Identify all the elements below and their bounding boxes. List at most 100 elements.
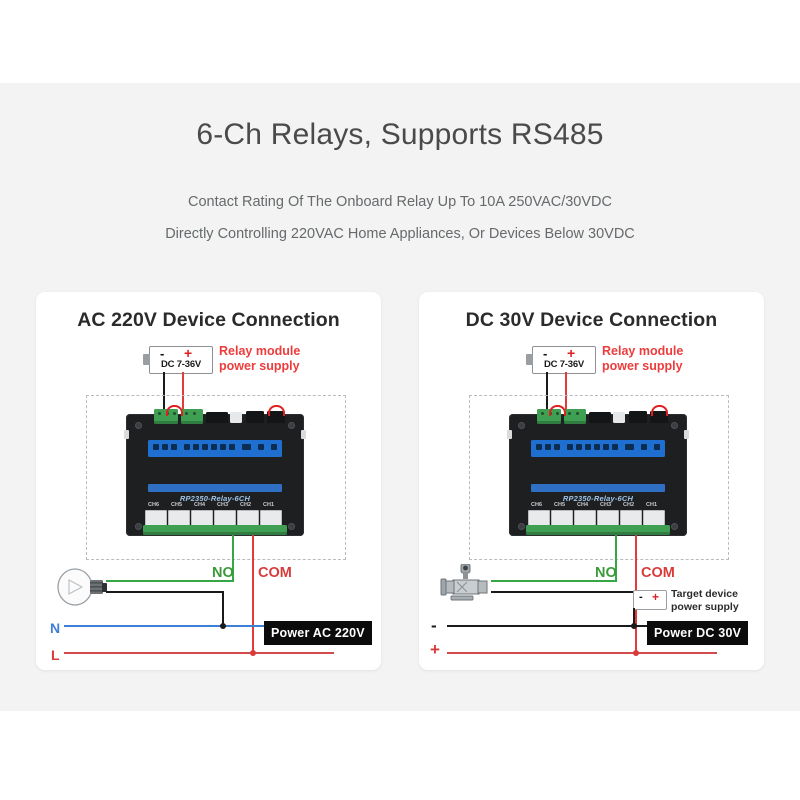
psu-voltage-label: DC 7-36V — [160, 359, 202, 370]
dc-negative-junction-dot — [631, 623, 637, 629]
diagram-ac: - + DC 7-36V Relay module power supply — [36, 292, 381, 670]
subtitle-line-2: Directly Controlling 220VAC Home Applian… — [165, 226, 635, 242]
card-dc-30v: DC 30V Device Connection - + DC 7-36V Re… — [419, 292, 764, 670]
label-com-dc: COM — [641, 565, 675, 581]
relay-ch3-dc — [597, 510, 619, 526]
neutral-line — [64, 625, 334, 628]
target-psu-note-line-2: power supply — [671, 600, 739, 613]
relay-power-supply-box: - + DC 7-36V — [143, 345, 213, 374]
green-terminal-block-b — [181, 409, 203, 424]
channel-label-ch4: CH4 — [194, 502, 206, 508]
relay-ch2 — [237, 510, 259, 526]
relay-ch3 — [214, 510, 236, 526]
no-output-wire-dc — [615, 535, 618, 582]
board-brand-label-dc: RP2350-Relay-6CH — [562, 494, 634, 503]
valve-return-drop-lower — [633, 608, 636, 626]
relay-ch1-dc — [643, 510, 665, 526]
psu-connector-tab — [143, 354, 150, 365]
bulb-no-lead — [106, 580, 234, 583]
power-source-tag-dc: Power DC 30V — [647, 621, 749, 645]
channel-label-ch1-dc: CH1 — [646, 502, 658, 508]
dc-positive-line — [447, 652, 717, 655]
relay-ch4 — [191, 510, 213, 526]
board-silkscreen-bar — [148, 484, 282, 492]
relay-array — [145, 510, 285, 526]
psu-positive-wire-dc — [565, 372, 568, 420]
relay-array-dc — [528, 510, 668, 526]
psu-note-line-1: Relay module — [219, 344, 301, 358]
label-dc-positive: + — [430, 640, 440, 659]
label-no: NO — [212, 565, 234, 581]
board-mount-right-dc — [684, 430, 689, 439]
blue-pin-header-dc — [531, 440, 665, 457]
relay-ch1 — [260, 510, 282, 526]
output-screw-terminal-dc — [526, 525, 670, 535]
channel-label-ch3-dc: CH3 — [600, 502, 612, 508]
board-screw-br-dc — [671, 523, 678, 530]
light-bulb-icon — [56, 566, 116, 610]
target-device-power-note: Target device power supply — [671, 588, 739, 613]
white-connector — [230, 412, 242, 423]
channel-label-ch6: CH6 — [148, 502, 160, 508]
board-mount-left — [124, 430, 129, 439]
relay-ch6 — [145, 510, 167, 526]
relay-ch5 — [168, 510, 190, 526]
usb-port — [246, 411, 264, 423]
channel-label-ch3: CH3 — [217, 502, 229, 508]
psu-connector-tab-dc — [526, 354, 533, 365]
power-source-tag-ac: Power AC 220V — [264, 621, 372, 645]
wiring-arrow-left — [166, 405, 183, 416]
com-output-wire — [252, 535, 255, 653]
card-title-ac: AC 220V Device Connection — [77, 309, 340, 331]
valve-return-lead — [491, 591, 635, 594]
channel-label-ch1: CH1 — [263, 502, 275, 508]
target-psu-note-line-1: Target device — [671, 588, 738, 600]
psu-note-line-2-dc: power supply — [602, 359, 683, 373]
module-boundary-box-dc — [469, 395, 729, 560]
target-psu-plus: + — [652, 590, 660, 604]
dip-switch — [206, 412, 228, 423]
diagram-dc: - + DC 7-36V Relay module power supply — [419, 292, 764, 670]
board-mount-right — [301, 430, 306, 439]
psu-negative-wire-dc — [546, 372, 549, 420]
psu-minus-label-dc: - — [543, 346, 548, 361]
board-screw-bl-dc — [518, 523, 525, 530]
board-screw-bl — [135, 523, 142, 530]
label-neutral: N — [50, 620, 61, 636]
usb-port-dc — [629, 411, 647, 423]
board-silkscreen-bar-dc — [531, 484, 665, 492]
board-screw-tl — [135, 422, 142, 429]
psu-note-line-2: power supply — [219, 359, 300, 373]
green-terminal-block-b-dc — [564, 409, 586, 424]
channel-label-ch6-dc: CH6 — [531, 502, 543, 508]
dip-switch-dc — [589, 412, 611, 423]
wiring-arrow-left-dc — [549, 405, 566, 416]
bulb-neutral-drop — [222, 591, 225, 626]
psu-positive-wire — [182, 372, 185, 420]
target-device-power-supply-box: - + — [633, 590, 667, 610]
relay-power-supply-note: Relay module power supply — [219, 344, 300, 374]
psu-voltage-label-dc: DC 7-36V — [543, 359, 585, 370]
module-boundary-box — [86, 395, 346, 560]
channel-label-ch5: CH5 — [171, 502, 183, 508]
channel-label-ch4-dc: CH4 — [577, 502, 589, 508]
page-title: 6-Ch Relays, Supports RS485 — [196, 118, 604, 151]
relay-ch2-dc — [620, 510, 642, 526]
psu-minus-label: - — [160, 346, 165, 361]
board-screw-br — [288, 523, 295, 530]
blue-pin-header — [148, 440, 282, 457]
board-mount-left-dc — [507, 430, 512, 439]
output-screw-terminal — [143, 525, 287, 535]
white-connector-dc — [613, 412, 625, 423]
relay-ch5-dc — [551, 510, 573, 526]
wiring-arrow-right — [268, 405, 285, 416]
live-junction-dot — [250, 650, 256, 656]
board-screw-tl-dc — [518, 422, 525, 429]
board-brand-label: RP2350-Relay-6CH — [179, 494, 251, 503]
dc-negative-line — [447, 625, 717, 628]
no-output-wire — [232, 535, 235, 582]
psu-plus-label: + — [184, 345, 193, 361]
card-title-dc: DC 30V Device Connection — [465, 309, 718, 331]
card-ac-220v: AC 220V Device Connection - + DC 7-36V R… — [36, 292, 381, 670]
